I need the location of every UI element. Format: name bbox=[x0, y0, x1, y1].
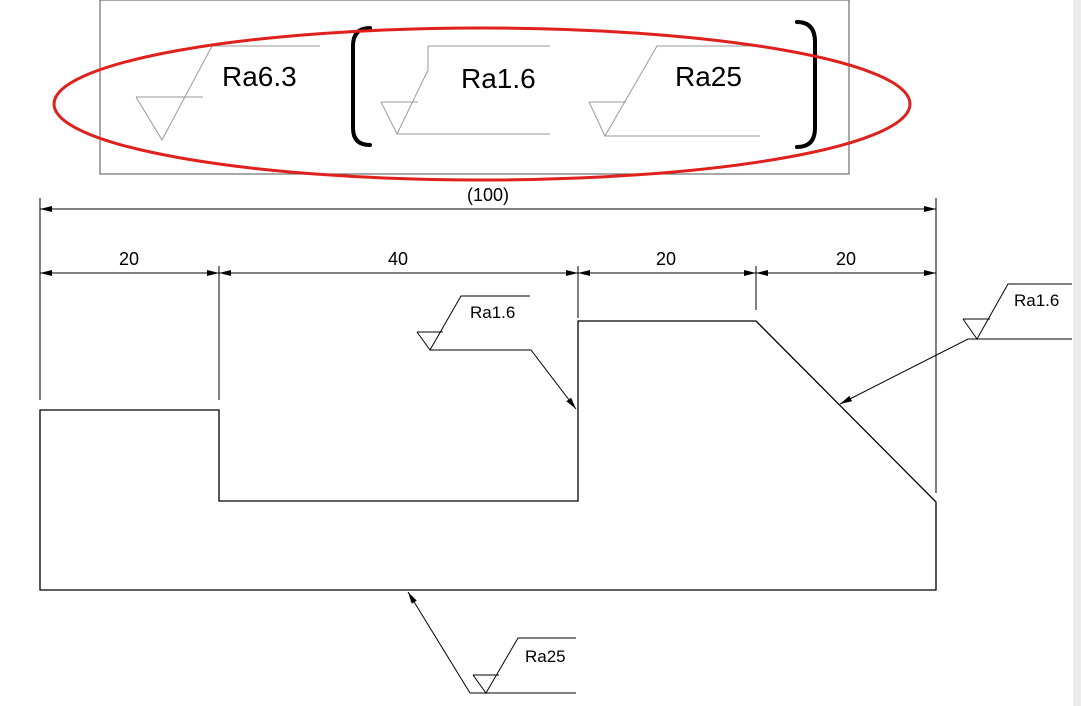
callout-bottom-label: Ra25 bbox=[525, 647, 566, 666]
other-finish-symbol-2 bbox=[588, 45, 760, 138]
dimension-chain bbox=[40, 266, 936, 400]
callout-step-face-label: Ra1.6 bbox=[470, 303, 515, 322]
dimension-seg3-label: 20 bbox=[656, 249, 676, 269]
scrollbar-edge bbox=[1073, 0, 1081, 706]
dimension-seg2-label: 40 bbox=[388, 249, 408, 269]
general-finish-label: Ra6.3 bbox=[222, 61, 297, 92]
dimension-overall-label: (100) bbox=[467, 185, 509, 205]
dimension-seg4-label: 20 bbox=[836, 249, 856, 269]
other-finish-symbol-1 bbox=[380, 45, 550, 136]
callout-chamfer bbox=[839, 283, 1072, 405]
finish-legend: Ra6.3 Ra1.6 Ra25 bbox=[52, 0, 912, 182]
callout-step-face bbox=[416, 295, 577, 410]
general-finish-symbol bbox=[135, 45, 320, 142]
callout-chamfer-label: Ra1.6 bbox=[1014, 291, 1059, 310]
other-finish-label-2: Ra25 bbox=[675, 61, 742, 92]
other-finish-label-1: Ra1.6 bbox=[461, 63, 536, 94]
dimension-seg1-label: 20 bbox=[119, 249, 139, 269]
dimension-overall bbox=[39, 198, 937, 493]
right-bracket bbox=[795, 20, 817, 149]
highlight-ellipse bbox=[52, 26, 912, 182]
callout-bottom bbox=[407, 591, 576, 694]
part-outline bbox=[39, 320, 937, 591]
